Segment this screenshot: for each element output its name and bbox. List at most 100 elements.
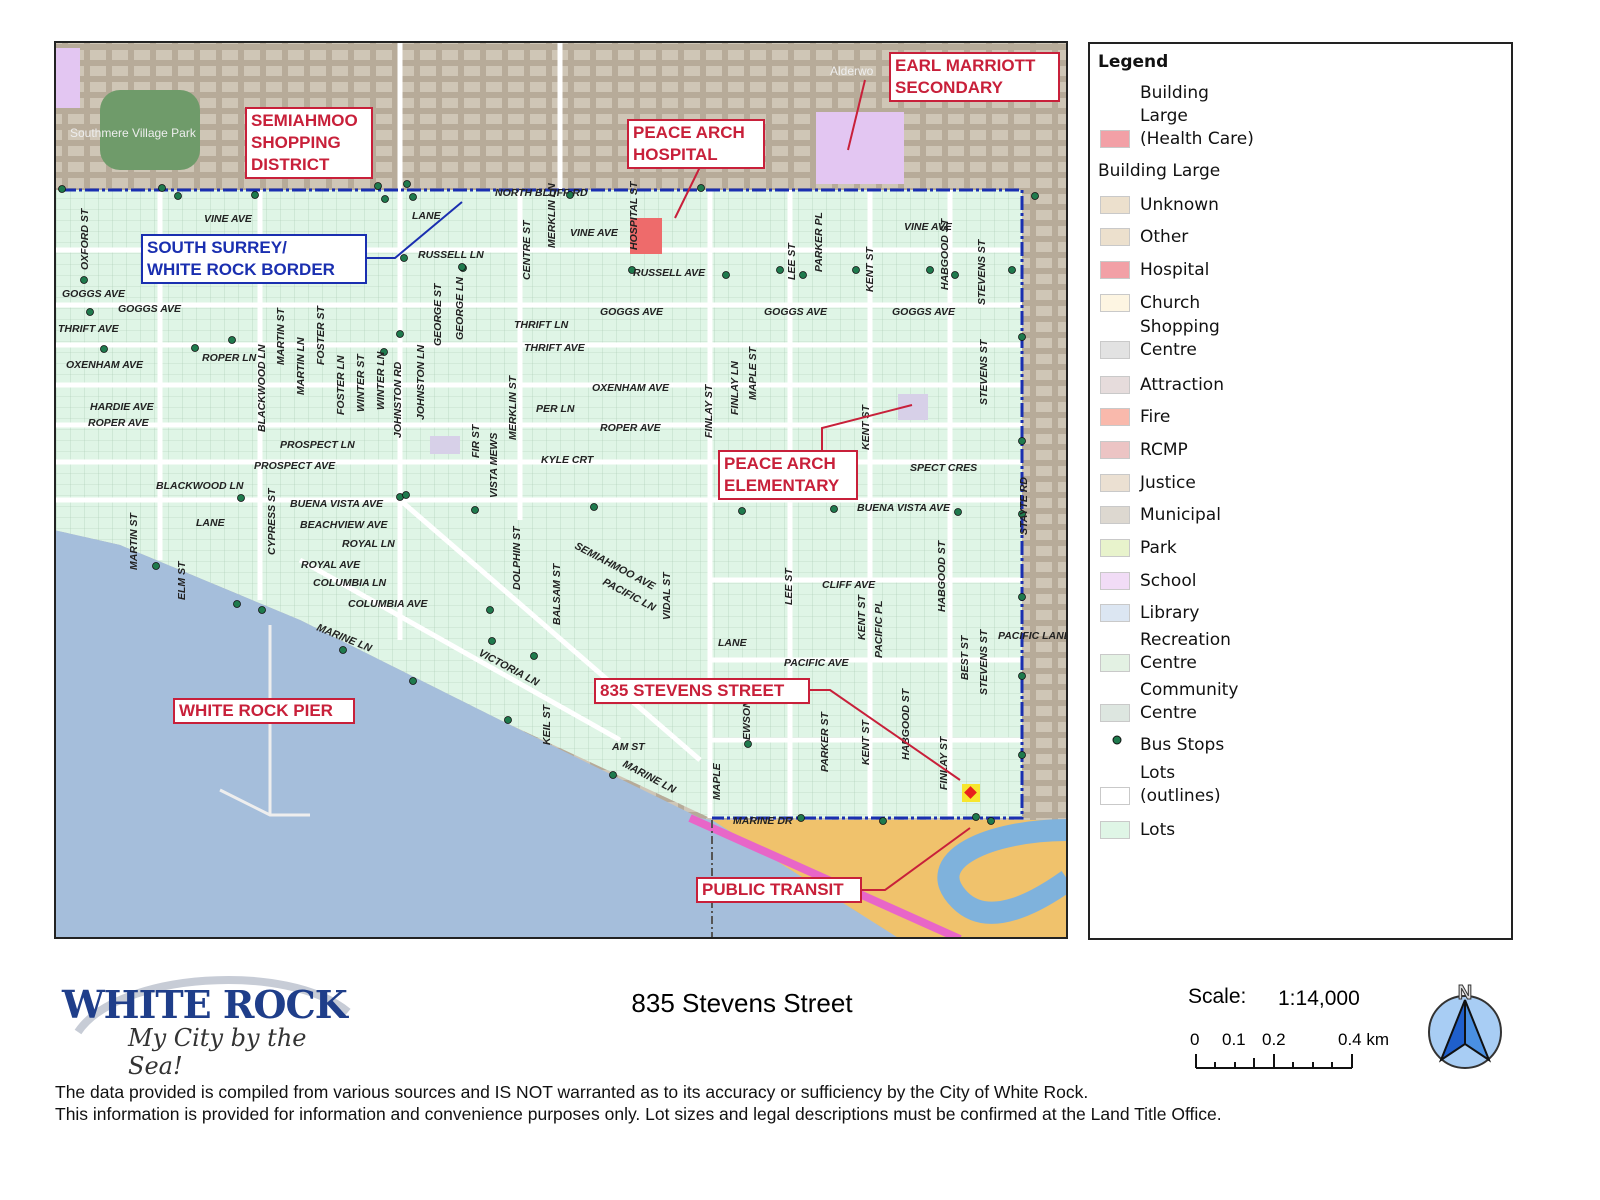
callout-white-rock-pier: WHITE ROCK PIER — [173, 698, 355, 724]
street-label: PACIFIC PL — [873, 600, 885, 658]
bus-stop[interactable] — [1018, 510, 1026, 518]
street-label: STEVENS ST — [978, 628, 990, 695]
legend-label: Attraction — [1140, 375, 1224, 395]
legend-label: Church — [1140, 293, 1201, 313]
logo-wave-icon — [74, 976, 351, 1035]
bus-stop[interactable] — [381, 195, 389, 203]
bus-stop[interactable] — [458, 263, 466, 271]
callout-835-stevens: 835 STEVENS STREET — [594, 678, 810, 704]
bus-stop[interactable] — [972, 813, 980, 821]
scale-value: 1:14,000 — [1278, 987, 1360, 1010]
bus-stop[interactable] — [1018, 437, 1026, 445]
bus-stop[interactable] — [374, 182, 382, 190]
bus-stop[interactable] — [987, 817, 995, 825]
bus-stop[interactable] — [797, 814, 805, 822]
bus-stop[interactable] — [400, 254, 408, 262]
bus-stop[interactable] — [1031, 192, 1039, 200]
bus-stop[interactable] — [409, 193, 417, 201]
scale-bar — [1195, 1054, 1353, 1069]
bus-stop[interactable] — [879, 817, 887, 825]
map-title: 835 Stevens Street — [631, 988, 853, 1018]
street-label: HOSPITAL ST — [628, 180, 640, 250]
bus-stop[interactable] — [852, 266, 860, 274]
bus-stop[interactable] — [396, 330, 404, 338]
bus-stop[interactable] — [409, 677, 417, 685]
bus-stop[interactable] — [566, 191, 574, 199]
bus-stop[interactable] — [100, 345, 108, 353]
bus-stop-icon — [1100, 734, 1130, 752]
bus-stop[interactable] — [722, 271, 730, 279]
bus-stop[interactable] — [86, 308, 94, 316]
bus-stop[interactable] — [504, 716, 512, 724]
bus-stop[interactable] — [776, 266, 784, 274]
bus-stop[interactable] — [339, 646, 347, 654]
legend-swatch — [1100, 821, 1130, 839]
bus-stop[interactable] — [738, 507, 746, 515]
bus-stop[interactable] — [830, 505, 838, 513]
bus-stop[interactable] — [954, 508, 962, 516]
street-label: KENT ST — [860, 403, 872, 450]
bus-stop[interactable] — [1018, 751, 1026, 759]
bus-stop[interactable] — [158, 184, 166, 192]
street-label: COLUMBIA AVE — [348, 598, 429, 610]
bus-stop[interactable] — [951, 271, 959, 279]
street-label: CLIFF AVE — [822, 579, 876, 591]
bus-stop[interactable] — [1018, 672, 1026, 680]
bus-stop[interactable] — [174, 192, 182, 200]
bus-stop[interactable] — [251, 191, 259, 199]
street-label: GOGGS AVE — [62, 288, 126, 300]
bus-stop[interactable] — [152, 562, 160, 570]
bus-stop[interactable] — [1018, 593, 1026, 601]
bus-stop[interactable] — [403, 180, 411, 188]
bus-stop[interactable] — [380, 348, 388, 356]
bus-stop[interactable] — [191, 344, 199, 352]
map[interactable]: NORTH BLUFF RD VINE AVE RUSSELL LN RUSSE… — [54, 41, 1068, 939]
legend-swatch — [1100, 441, 1130, 459]
bus-stop[interactable] — [1018, 333, 1026, 341]
bus-stop[interactable] — [697, 184, 705, 192]
bus-stop[interactable] — [590, 503, 598, 511]
logo-text: WHITE ROCK — [62, 982, 348, 1027]
street-label: JOHNSTON RD — [392, 361, 404, 438]
street-label: RUSSELL LN — [418, 249, 484, 261]
street-label: KENT ST — [860, 718, 872, 765]
scale-tick: 0 — [1190, 1030, 1200, 1049]
bus-stop[interactable] — [488, 637, 496, 645]
bus-stop[interactable] — [258, 606, 266, 614]
street-label: LEE ST — [786, 242, 798, 280]
legend-swatch — [1100, 704, 1130, 722]
legend-label: Shopping Centre — [1140, 317, 1220, 360]
bus-stop[interactable] — [926, 266, 934, 274]
bus-stop[interactable] — [80, 276, 88, 284]
bus-stop[interactable] — [628, 266, 636, 274]
bus-stop[interactable] — [799, 271, 807, 279]
street-label: BLACKWOOD LN — [256, 344, 268, 432]
bus-stop[interactable] — [744, 740, 752, 748]
legend-label: Unknown — [1140, 195, 1219, 215]
street-label: BLACKWOOD LN — [156, 480, 244, 492]
legend-label: Recreation Centre — [1140, 630, 1231, 673]
bus-stop[interactable] — [530, 652, 538, 660]
scale-tick: 0.2 — [1262, 1030, 1286, 1049]
bus-stop[interactable] — [58, 185, 66, 193]
street-label: COLUMBIA LN — [313, 577, 387, 589]
bus-stop[interactable] — [233, 600, 241, 608]
street-label: KENT ST — [856, 593, 868, 640]
street-label: KEIL ST — [541, 703, 553, 745]
street-label: NORTH BLUFF RD — [495, 187, 588, 199]
street-label: VINE AVE — [204, 213, 253, 225]
legend-swatch — [1100, 196, 1130, 214]
street-label: ROYAL LN — [342, 538, 395, 550]
disclaimer-line: The data provided is compiled from vario… — [55, 1082, 1089, 1102]
bus-stop[interactable] — [1008, 266, 1016, 274]
bus-stop[interactable] — [609, 771, 617, 779]
bus-stop[interactable] — [471, 506, 479, 514]
legend-label: Municipal — [1140, 505, 1221, 525]
bus-stop[interactable] — [237, 494, 245, 502]
bus-stop[interactable] — [402, 491, 410, 499]
street-label: BUENA VISTA AVE — [290, 498, 384, 510]
bus-stop[interactable] — [228, 336, 236, 344]
bus-stop[interactable] — [486, 606, 494, 614]
legend-swatch — [1100, 228, 1130, 246]
subject-marker — [962, 784, 980, 802]
